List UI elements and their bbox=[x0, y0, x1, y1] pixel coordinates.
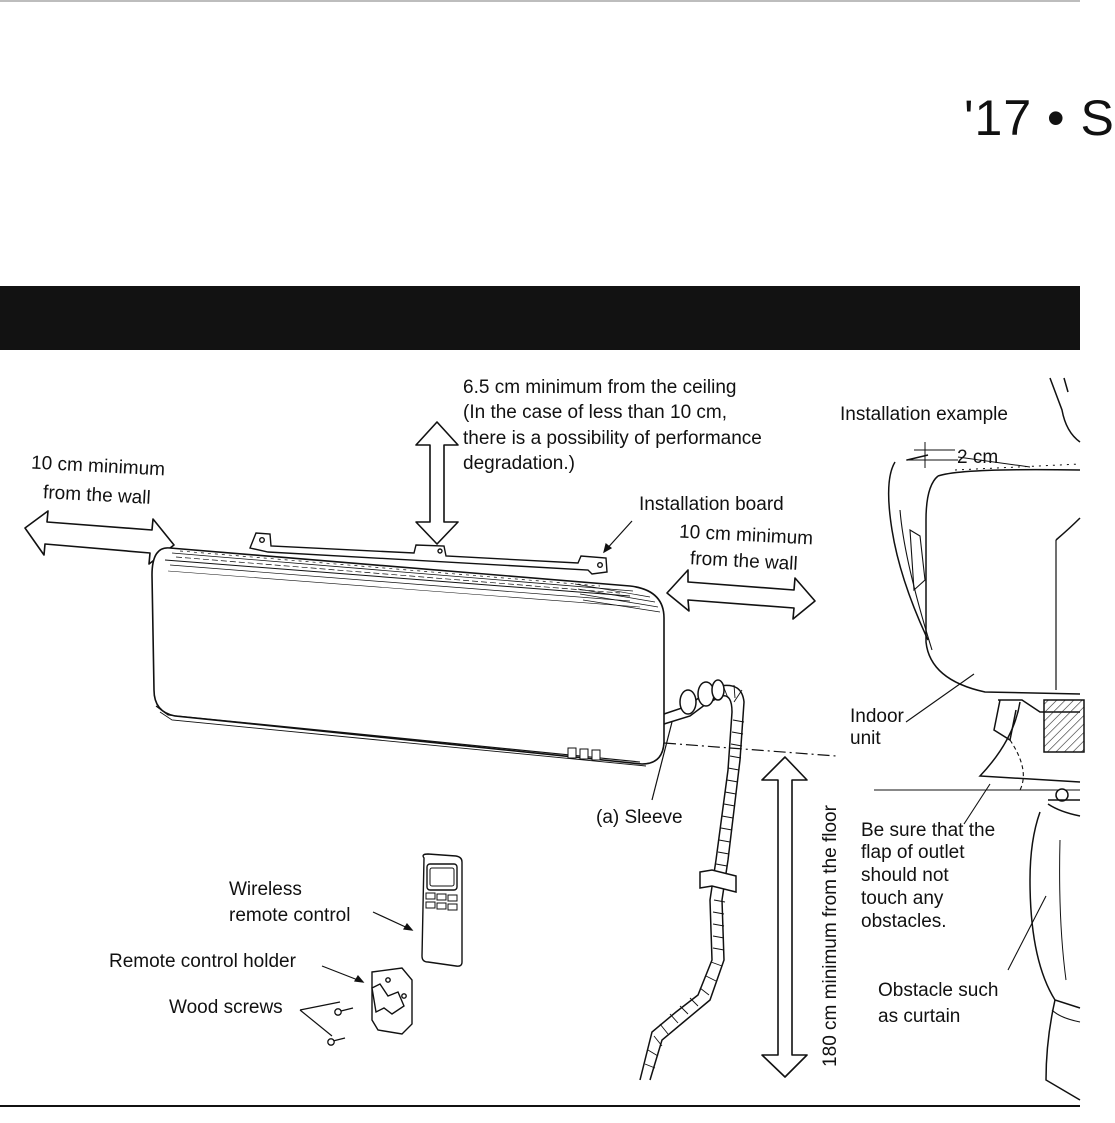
installation-diagram bbox=[24, 377, 1085, 1101]
floor-reference-line bbox=[663, 742, 837, 757]
wood-screws-label: Wood screws bbox=[169, 997, 283, 1018]
installation-board bbox=[249, 532, 608, 575]
indoor-unit-body bbox=[151, 547, 665, 767]
indoor-unit-label-line1: Indoor bbox=[850, 706, 904, 727]
top-rule bbox=[0, 0, 1080, 2]
bottom-rule bbox=[0, 1105, 1080, 1107]
section-header-band bbox=[0, 286, 1080, 350]
gap-2cm-label: 2 cm bbox=[957, 447, 999, 468]
flap-note-line4: touch any bbox=[861, 888, 944, 909]
installation-example-illustration bbox=[874, 377, 1085, 1101]
flap-note-line3: should not bbox=[861, 865, 949, 886]
floor-clearance-arrow bbox=[761, 756, 808, 1078]
remote-holder-label: Remote control holder bbox=[109, 951, 296, 972]
obstacle-label-line1: Obstacle such bbox=[878, 980, 999, 1001]
ceiling-clearance-line3: there is a possibility of performance bbox=[463, 428, 762, 449]
wireless-remote-label-line2: remote control bbox=[229, 905, 351, 926]
right-wall-clearance-arrow bbox=[666, 569, 816, 620]
installation-example-label: Installation example bbox=[840, 404, 1008, 425]
page-number: '17 • S bbox=[964, 90, 1115, 146]
sleeve-label: (a) Sleeve bbox=[596, 807, 683, 828]
ceiling-clearance-line1: 6.5 cm minimum from the ceiling bbox=[463, 377, 737, 398]
flap-note-line5: obstacles. bbox=[861, 911, 947, 932]
ceiling-clearance-line2: (In the case of less than 10 cm, bbox=[463, 402, 728, 423]
wireless-remote-label-line1: Wireless bbox=[229, 879, 302, 900]
installation-board-label: Installation board bbox=[639, 494, 784, 515]
indoor-unit-label-line2: unit bbox=[850, 728, 881, 749]
obstacle-label-line2: as curtain bbox=[878, 1006, 961, 1027]
drain-hose bbox=[639, 679, 745, 1081]
flap-note-line2: flap of outlet bbox=[861, 842, 965, 863]
wood-screws-icon bbox=[327, 1007, 354, 1046]
flap-note-line1: Be sure that the bbox=[861, 820, 996, 841]
remote-control-holder bbox=[371, 967, 413, 1035]
ceiling-clearance-arrow bbox=[415, 421, 459, 545]
ceiling-clearance-line4: degradation.) bbox=[463, 453, 575, 474]
floor-clearance-label: 180 cm minimum from the floor bbox=[820, 805, 841, 1067]
leader-lines bbox=[299, 520, 673, 1037]
wireless-remote-control bbox=[421, 853, 463, 967]
left-wall-clearance-arrow bbox=[24, 510, 175, 565]
